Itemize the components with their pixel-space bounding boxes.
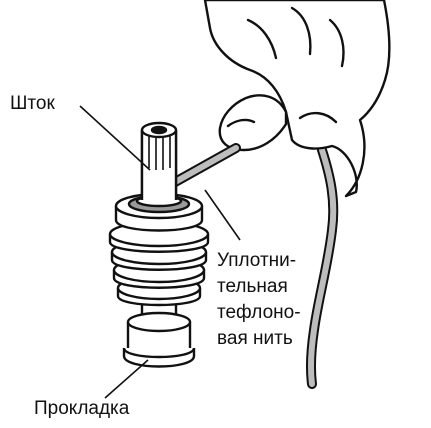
thread-wrap [163, 143, 241, 191]
stem-leader [79, 105, 151, 171]
leader-lines [79, 105, 241, 399]
teflon-thread-label-line-2: тельная [217, 276, 288, 297]
stem-label: Шток [10, 93, 55, 114]
hand [203, 0, 391, 198]
teflon-thread-label-line-4: вая нить [217, 328, 293, 349]
thread-leader [204, 189, 241, 241]
teflon-thread-label-line-1: Уплотни- [217, 250, 297, 271]
teflon-thread-label: Уплотни- тельная тефлоно- вая нить [217, 248, 301, 352]
teflon-thread-label-line-3: тефлоно- [217, 302, 301, 323]
gasket-leader [104, 359, 149, 399]
teflon-thread [305, 145, 339, 389]
gasket-label: Прокладка [34, 398, 130, 419]
valve-stem-assembly [108, 121, 210, 368]
